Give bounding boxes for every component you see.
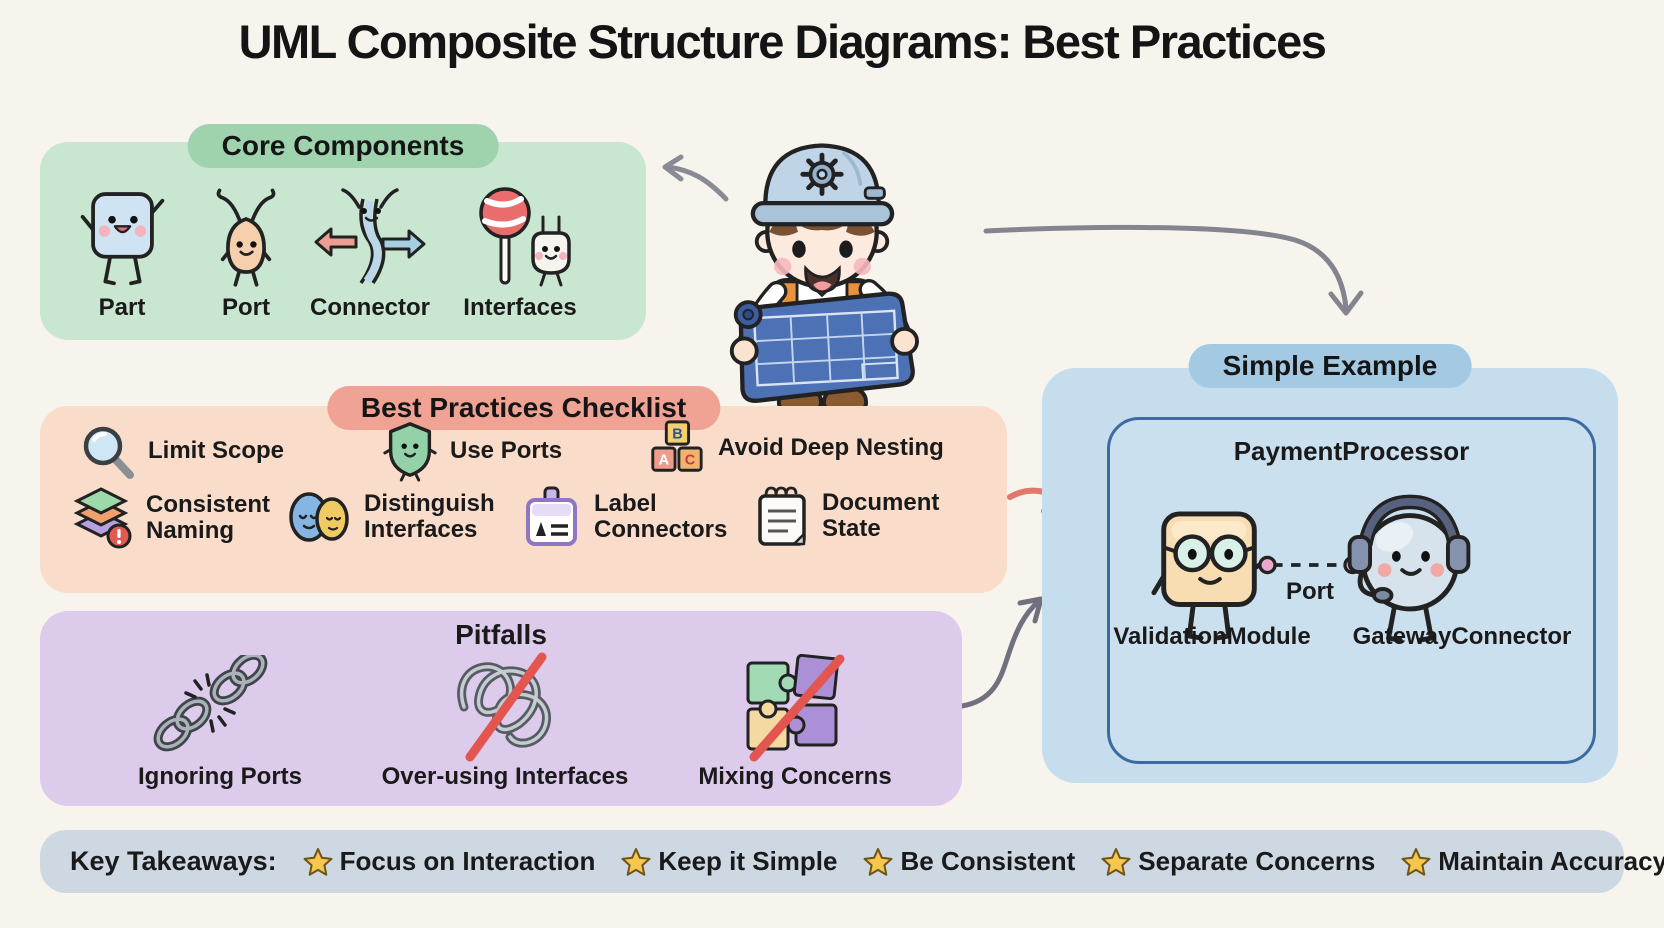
core-item-interfaces: Interfaces	[450, 170, 590, 322]
best-practices-panel: Best Practices Checklist Limit Scope Use…	[40, 386, 1007, 593]
arrow-to-core-components	[662, 154, 729, 202]
takeaway-item: Separate Concerns	[1101, 846, 1375, 877]
port-character-icon	[216, 188, 276, 287]
takeaway-label: Keep it Simple	[658, 846, 838, 876]
arrow-pitfalls-to-example	[959, 596, 1044, 709]
key-takeaways-bar: Key Takeaways: Focus on Interaction Keep…	[40, 830, 1664, 893]
key-takeaways-heading: Key Takeaways:	[70, 846, 277, 876]
core-item-connector: Connector	[300, 170, 440, 322]
svg-text:C: C	[685, 452, 696, 468]
takeaway-item: Keep it Simple	[621, 846, 837, 877]
engineer-with-blueprint	[729, 143, 919, 422]
checklist-item-limit-scope: Limit Scope	[78, 422, 284, 480]
checklist-item-distinguish-interfaces: Distinguish Interfaces	[286, 488, 504, 546]
checklist-item-document-state: Document State	[752, 484, 952, 548]
notepad-icon	[758, 486, 806, 546]
takeaway-item: Be Consistent	[863, 846, 1075, 877]
core-item-label: Interfaces	[463, 294, 577, 321]
gateway-connector-label: GatewayConnector	[1352, 623, 1572, 650]
port-label: Port	[1286, 578, 1334, 605]
layers-warning-icon	[73, 487, 132, 549]
arrow-to-simple-example	[983, 224, 1364, 316]
star-icon	[1401, 847, 1431, 876]
takeaway-label: Focus on Interaction	[339, 846, 596, 876]
payment-processor-label: PaymentProcessor	[1233, 436, 1470, 466]
star-icon	[863, 847, 893, 876]
takeaway-item: Focus on Interaction	[303, 846, 596, 877]
takeaway-item: Maintain Accuracy	[1401, 846, 1664, 877]
crossed-puzzle-icon	[746, 653, 845, 762]
lollipop-socket-icon	[479, 187, 571, 287]
checklist-item-use-ports: Use Ports	[382, 420, 562, 482]
abc-blocks-icon: B A C	[651, 420, 703, 472]
two-faces-icon	[289, 492, 349, 542]
page-title: UML Composite Structure Diagrams: Best P…	[238, 15, 1327, 68]
shield-icon	[383, 422, 437, 482]
magnifier-icon	[83, 426, 134, 479]
core-components-header: Core Components	[187, 124, 499, 168]
part-character-icon	[80, 192, 164, 286]
core-item-part: Part	[52, 170, 192, 322]
gear-icon	[800, 152, 844, 196]
checklist-label: Use Ports	[450, 436, 563, 464]
core-item-label: Connector	[310, 294, 430, 321]
checklist-label: Consistent Naming	[146, 490, 271, 544]
pitfall-label: Mixing Concerns	[698, 763, 892, 790]
checklist-label: Distinguish Interfaces	[364, 489, 495, 543]
svg-text:B: B	[672, 426, 682, 442]
checklist-label: Document State	[822, 488, 940, 542]
pitfall-label: Ignoring Ports	[138, 763, 302, 790]
star-icon	[621, 847, 651, 876]
validation-module-label: ValidationModule	[1113, 623, 1311, 650]
pitfalls-header: Pitfalls	[455, 619, 547, 650]
checklist-item-label-connectors: Label Connectors	[520, 486, 734, 548]
checklist-label: Limit Scope	[148, 436, 285, 464]
takeaway-label: Maintain Accuracy	[1438, 846, 1664, 876]
payment-processor-box: PaymentProcessor	[1107, 417, 1596, 764]
tangled-knot-icon	[457, 652, 551, 762]
hard-hat-icon	[750, 143, 895, 227]
simple-example-header: Simple Example	[1188, 344, 1472, 388]
core-components-panel: Core Components Part	[40, 124, 646, 340]
name-badge-icon	[526, 486, 577, 546]
connector-arrows-icon	[314, 188, 426, 284]
simple-example-panel: Simple Example PaymentProcessor	[1042, 344, 1618, 783]
pitfall-label: Over-using Interfaces	[381, 763, 629, 790]
checklist-item-consistent-naming: Consistent Naming	[72, 486, 276, 550]
takeaway-label: Separate Concerns	[1138, 846, 1376, 876]
core-item-port: Port	[176, 170, 316, 322]
broken-chain-icon	[153, 655, 268, 752]
pitfalls-panel: Pitfalls Ignoring Ports	[40, 611, 962, 806]
takeaway-label: Be Consistent	[900, 846, 1076, 876]
best-practices-header: Best Practices Checklist	[326, 386, 721, 430]
star-icon	[1101, 847, 1131, 876]
star-icon	[303, 847, 333, 876]
checklist-label: Label Connectors	[594, 489, 728, 543]
svg-text:A: A	[659, 452, 670, 468]
core-item-label: Part	[98, 294, 146, 321]
checklist-label: Avoid Deep Nesting	[718, 433, 944, 461]
core-item-label: Port	[222, 294, 270, 321]
checklist-item-avoid-deep-nesting: B A C Avoid Deep Nesting	[646, 418, 944, 478]
